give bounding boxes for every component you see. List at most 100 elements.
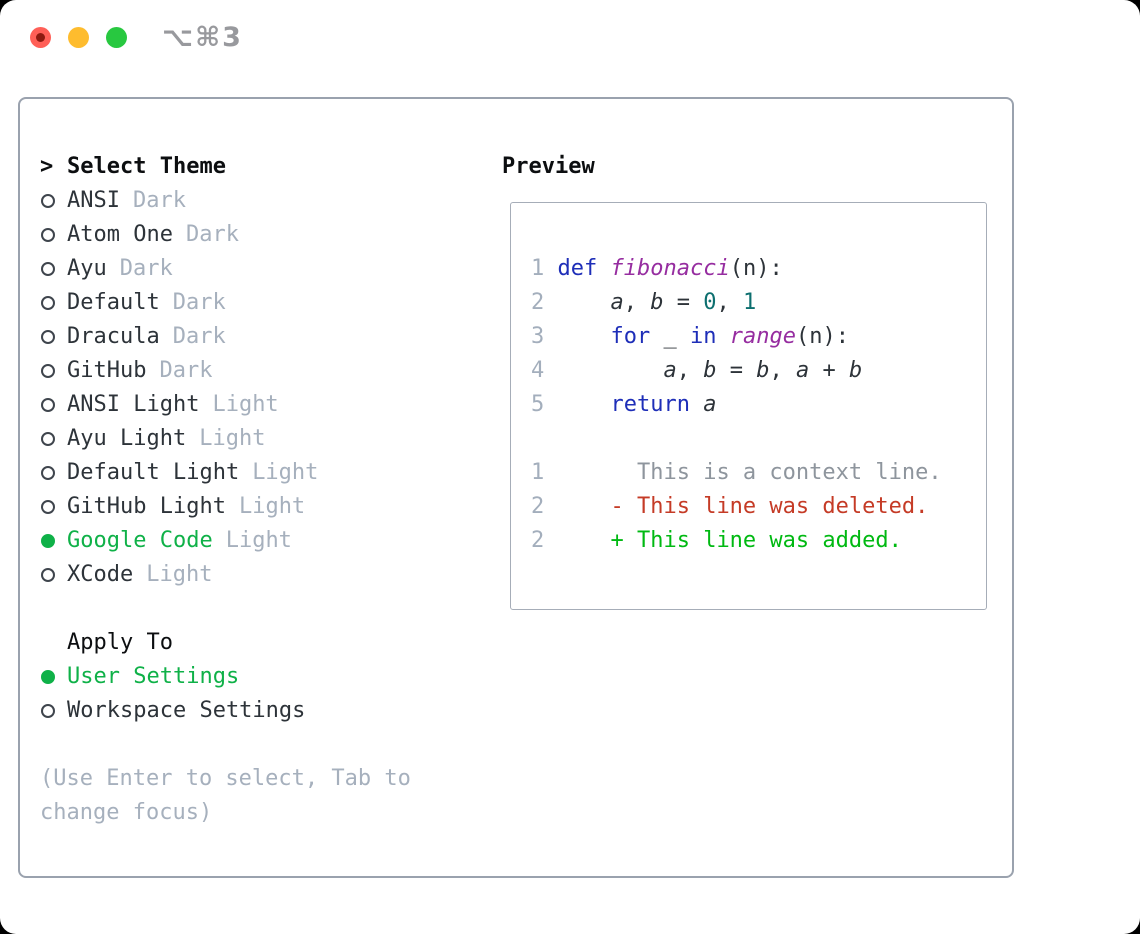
- radio-circle-icon: [41, 330, 55, 344]
- option-label: Default: [67, 290, 160, 315]
- line-number: 2: [531, 290, 558, 315]
- code-token-deleted: - This line was deleted.: [557, 494, 929, 519]
- spacer: [40, 728, 472, 762]
- line-number: 1: [531, 460, 558, 485]
- code-line: 2 - This line was deleted.: [531, 490, 986, 524]
- preview-title: Preview: [502, 154, 595, 179]
- apply-to-title: Apply To: [67, 630, 173, 655]
- radio-circle-icon: [41, 432, 55, 446]
- code-token-plain: +: [809, 358, 849, 383]
- marker-cell: [40, 466, 67, 480]
- code-token-variable: a: [795, 358, 810, 383]
- code-line: 3 for _ in range(n):: [531, 320, 986, 354]
- apply-option-workspace-settings[interactable]: Workspace Settings: [40, 694, 472, 728]
- code-token-plain: [716, 324, 729, 349]
- variant-label: Light: [252, 460, 319, 485]
- variant-label: Dark: [172, 324, 226, 349]
- code-line: 5 return a: [531, 388, 986, 422]
- radio-circle-icon: [41, 466, 55, 480]
- code-token-variable: b: [756, 358, 770, 383]
- help-hint: (Use Enter to select, Tab to change focu…: [40, 766, 411, 825]
- code-token-added: + This line was added.: [557, 528, 902, 553]
- code-line: 1 This is a context line.: [531, 456, 986, 490]
- variant-label: Light: [212, 392, 279, 417]
- marker-cell: [40, 704, 67, 718]
- code-token-variable: b: [703, 358, 717, 383]
- code-token-variable: a: [703, 392, 717, 417]
- marker-cell: [40, 500, 67, 514]
- code-line: 4 a, b = b, a + b: [531, 354, 986, 388]
- theme-option-github-dark[interactable]: GitHub Dark: [40, 354, 472, 388]
- code-token-plain: (n):: [729, 256, 783, 281]
- theme-option-default-dark[interactable]: Default Dark: [40, 286, 472, 320]
- variant-label: Dark: [132, 188, 186, 213]
- code-token-context: This is a context line.: [557, 460, 942, 485]
- theme-option-default-light-light[interactable]: Default Light Light: [40, 456, 472, 490]
- variant-label: Dark: [185, 222, 239, 247]
- line-number: 5: [531, 392, 558, 417]
- marker-cell: [40, 262, 67, 276]
- code-token-keyword: return: [610, 392, 690, 417]
- code-token-plain: ,: [623, 290, 651, 315]
- option-label: Dracula: [67, 324, 160, 349]
- radio-selected-icon: [41, 534, 55, 548]
- code-token-function: fibonacci: [610, 256, 730, 281]
- marker-cell: [40, 330, 67, 344]
- radio-circle-icon: [41, 398, 55, 412]
- zoom-button[interactable]: [106, 27, 127, 48]
- minimize-button[interactable]: [68, 27, 89, 48]
- radio-circle-icon: [41, 194, 55, 208]
- variant-label: Light: [146, 562, 213, 587]
- option-label: User Settings: [67, 664, 240, 689]
- code-token-keyword: def: [557, 256, 611, 281]
- code-token-plain: _: [650, 324, 690, 349]
- code-token-plain: [558, 358, 664, 383]
- titlebar: ⌥⌘3: [0, 0, 1140, 75]
- code-token-plain: [690, 392, 703, 417]
- code-token-plain: [558, 392, 611, 417]
- radio-circle-icon: [41, 704, 55, 718]
- option-label: Atom One: [67, 222, 173, 247]
- option-label: Google Code: [67, 528, 213, 553]
- line-number: 3: [531, 324, 558, 349]
- radio-selected-icon: [41, 670, 55, 684]
- theme-option-google-code-light[interactable]: Google Code Light: [40, 524, 472, 558]
- code-line: [531, 422, 986, 456]
- radio-circle-icon: [41, 500, 55, 514]
- option-label: Workspace Settings: [67, 698, 306, 723]
- theme-option-dracula-dark[interactable]: Dracula Dark: [40, 320, 472, 354]
- code-token-function: range: [729, 324, 796, 349]
- theme-picker-header: > Select Theme: [40, 150, 472, 184]
- apply-option-user-settings[interactable]: User Settings: [40, 660, 472, 694]
- option-label: GitHub Light: [67, 494, 226, 519]
- code-token-variable: b: [650, 290, 664, 315]
- marker-cell: [40, 670, 67, 684]
- line-number: 2: [531, 528, 558, 553]
- code-line: 2 a, b = 0, 1: [531, 286, 986, 320]
- line-number: 2: [531, 494, 558, 519]
- variant-label: Light: [225, 528, 292, 553]
- marker-cell: [40, 194, 67, 208]
- radio-circle-icon: [41, 262, 55, 276]
- code-token-number: 1: [742, 290, 757, 315]
- marker-cell: [40, 364, 67, 378]
- variant-label: Dark: [159, 358, 213, 383]
- theme-option-atom-one-dark[interactable]: Atom One Dark: [40, 218, 472, 252]
- code-token-plain: =: [663, 290, 704, 315]
- code-line: 2 + This line was added.: [531, 524, 986, 558]
- option-label: GitHub: [67, 358, 147, 383]
- code-token-variable: a: [663, 358, 677, 383]
- option-label: Default Light: [67, 460, 240, 485]
- variant-label: Dark: [172, 290, 226, 315]
- radio-circle-icon: [41, 568, 55, 582]
- close-button[interactable]: [30, 27, 51, 48]
